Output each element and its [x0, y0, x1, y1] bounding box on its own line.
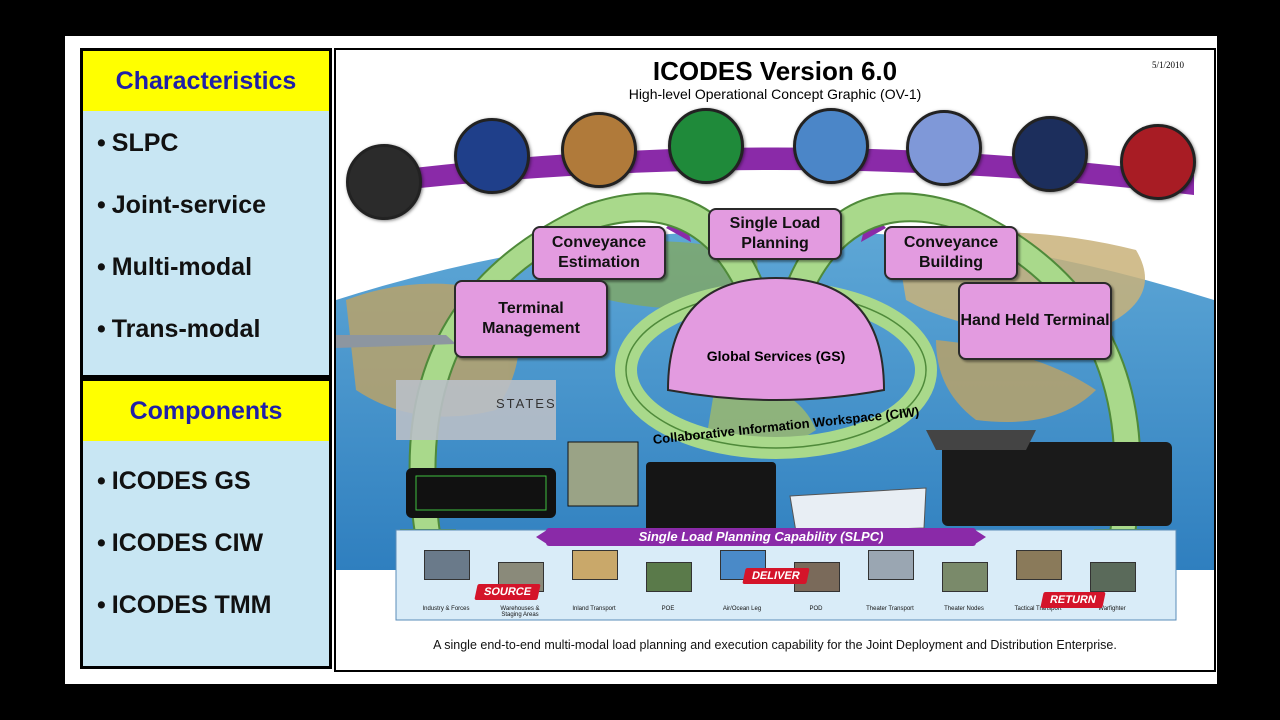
defense-logistics-seal: [668, 108, 744, 184]
diagram-date: 5/1/2010: [1151, 60, 1184, 70]
stage-label: Theater Transport: [866, 606, 914, 612]
army-seal: [561, 112, 637, 188]
commercial-user-community-seal: [346, 144, 422, 220]
stage-thumbnail: [942, 562, 988, 592]
list-item: •ICODES TMM: [97, 591, 272, 619]
components-header: Components: [80, 378, 332, 444]
stage-label: Tactical Transport: [1014, 606, 1062, 612]
list-item: •ICODES CIW: [97, 529, 264, 557]
stage-thumbnail: [572, 550, 618, 580]
terminal-management-box: Terminal Management: [454, 280, 608, 358]
ship-screen-right: [942, 442, 1172, 526]
cargo-screen-left: [406, 468, 556, 518]
stage-label: Warehouses & Staging Areas: [500, 606, 540, 618]
stage-label: Warfighter: [1098, 606, 1126, 612]
stage-label: POD: [809, 606, 823, 612]
stage-thumbnail: [1090, 562, 1136, 592]
stage-thumbnail: [868, 550, 914, 580]
stage-thumbnail: [646, 562, 692, 592]
slpc-banner-label: Single Load Planning Capability (SLPC): [638, 529, 884, 544]
global-services-label: Global Services (GS): [706, 348, 846, 364]
cargo-ship: [926, 430, 1036, 450]
stage-label: POE: [661, 606, 675, 612]
air-mobility-command-seal: [906, 110, 982, 186]
ro-ro-ship: [789, 487, 927, 533]
stage-thumbnail: [1016, 550, 1062, 580]
return-tag: RETURN: [1040, 592, 1106, 608]
list-item: •Multi-modal: [97, 253, 253, 281]
deliver-tag: DELIVER: [742, 568, 810, 584]
diagram-subtitle: High-level Operational Concept Graphic (…: [628, 86, 922, 102]
warehouse-photo: [396, 380, 556, 440]
global-services-dome: [666, 276, 886, 401]
transportation-command-seal: [793, 108, 869, 184]
stage-label: Air/Ocean Leg: [722, 606, 762, 612]
vehicle-yard-photo: [567, 441, 639, 507]
characteristics-header: Characteristics: [80, 48, 332, 114]
list-item: •Trans-modal: [97, 315, 261, 343]
map-label: STATES: [496, 396, 557, 411]
conveyance-estimation-box: Conveyance Estimation: [532, 226, 666, 280]
slpc-banner: [546, 528, 976, 546]
navy-seal: [1012, 116, 1088, 192]
cargo-plane: [336, 335, 456, 348]
source-tag: SOURCE: [474, 584, 541, 600]
yard-map-screen: [646, 462, 776, 540]
conveyance-building-box: Conveyance Building: [884, 226, 1018, 280]
characteristics-list: •SLPC •Joint-service •Multi-modal •Trans…: [80, 111, 332, 378]
stage-label: Inland Transport: [572, 606, 616, 612]
list-item: •Joint-service: [97, 191, 267, 219]
list-item: •ICODES GS: [97, 467, 251, 495]
stage-label: Theater Nodes: [944, 606, 984, 612]
stage-thumbnail: [424, 550, 470, 580]
diagram-caption: A single end-to-end multi-modal load pla…: [433, 638, 1117, 652]
components-list: •ICODES GS •ICODES CIW •ICODES TMM: [80, 441, 332, 669]
marine-corps-seal: [1120, 124, 1196, 200]
stage-label: Industry & Forces: [422, 606, 470, 612]
ov1-diagram: ICODES Version 6.0 High-level Operationa…: [334, 48, 1216, 672]
hand-held-terminal-box: Hand Held Terminal: [958, 282, 1112, 360]
air-force-seal: [454, 118, 530, 194]
diagram-title: ICODES Version 6.0: [652, 56, 898, 86]
list-item: •SLPC: [97, 129, 179, 157]
single-load-planning-box: Single Load Planning: [708, 208, 842, 260]
